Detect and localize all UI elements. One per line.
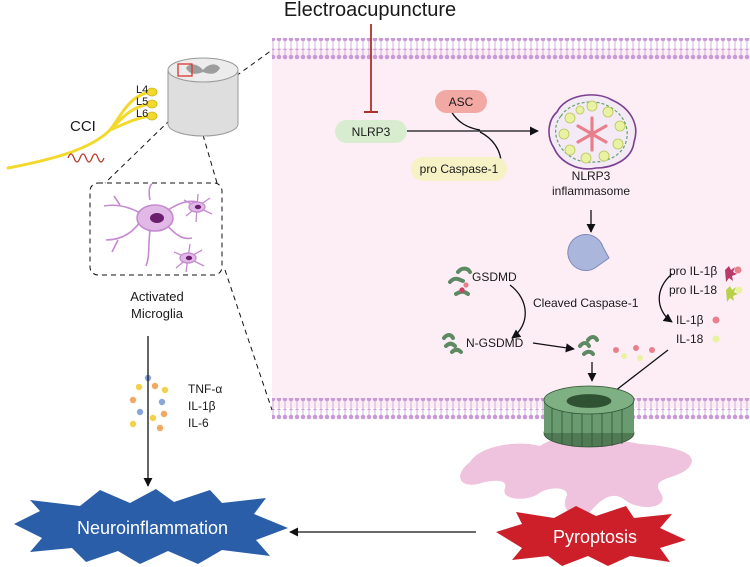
released-cytokines <box>613 345 655 361</box>
label-inflammasome-line2: inflammasome <box>551 184 631 198</box>
neuroinflammation-burst <box>14 489 288 564</box>
top-membrane-outer <box>272 38 750 50</box>
arrow-ngsdmd-to-membrane <box>532 342 575 353</box>
label-l4: L4 <box>136 84 149 96</box>
zoom-line-micro-left <box>104 119 171 184</box>
pro-il18-icon <box>726 286 743 302</box>
node-nlrp3: NLRP3 <box>335 120 407 143</box>
label-pyroptosis: Pyroptosis <box>552 527 638 547</box>
label-l6: L6 <box>136 108 149 120</box>
n-gsdmd-cluster-icon <box>578 335 599 356</box>
label-microglia-line1: Activated <box>130 289 184 304</box>
asc-join-curve <box>450 110 481 131</box>
title-electroacupuncture: Electroacupuncture <box>283 0 457 21</box>
microglia-cell-small-2 <box>173 243 205 273</box>
microglia-frame <box>89 182 223 276</box>
spinal-cord <box>167 57 239 137</box>
bottom-membrane-inner <box>272 408 750 420</box>
cell-cytoplasm <box>272 48 750 408</box>
label-il18: IL-18 <box>676 332 704 346</box>
label-cleaved-caspase-1: Cleaved Caspase-1 <box>533 296 639 310</box>
n-gsdmd-icon <box>442 333 463 354</box>
zoom-line-micro-right <box>202 134 218 184</box>
nlrp3-inflammasome-complex <box>548 94 637 170</box>
label-inflammasome-line1: NLRP3 <box>571 169 611 183</box>
microglia-cell-small-1 <box>183 193 213 223</box>
caspase-1-icon <box>567 234 610 271</box>
gsdmd-pore <box>543 385 635 448</box>
label-il6: IL-6 <box>188 416 209 430</box>
label-microglia-line2: Microglia <box>130 306 183 321</box>
node-asc: ASC <box>435 90 487 113</box>
zoom-line-bottom <box>224 269 273 411</box>
drg-dots <box>146 87 158 121</box>
node-pro-caspase-1: pro Caspase-1 <box>411 157 507 181</box>
label-pro-il18: pro IL-18 <box>669 283 718 297</box>
label-l5: L5 <box>136 96 149 108</box>
label-n-gsdmd: N-GSDMD <box>466 336 524 350</box>
pro-il1b-icon <box>725 266 742 282</box>
label-tnf-alpha: TNF-α <box>188 382 223 396</box>
pyroptosis-burst <box>496 506 686 566</box>
sciatic-nerve <box>6 90 152 170</box>
microglia-cell-large <box>103 183 199 267</box>
label-cci: CCI <box>70 118 96 135</box>
label-il1b-cytokine: IL-1β <box>188 399 216 413</box>
arrow-gsdmd-to-ngsdmd <box>509 284 526 339</box>
il18-dot <box>712 335 720 343</box>
label-gsdmd: GSDMD <box>472 270 517 284</box>
gsdmd-icon <box>448 266 472 296</box>
cytokine-particles <box>129 374 169 432</box>
arrow-pro-to-mature <box>658 273 673 323</box>
pyroptosis-splash <box>460 436 692 517</box>
label-il1b: IL-1β <box>676 313 704 327</box>
il1b-dot <box>712 316 720 324</box>
top-membrane-inner <box>272 48 750 60</box>
label-neuroinflammation: Neuroinflammation <box>76 518 229 538</box>
dorsal-horn-highlight <box>177 63 193 77</box>
label-pro-il1b: pro IL-1β <box>669 264 718 278</box>
ligature-coils <box>67 153 105 163</box>
